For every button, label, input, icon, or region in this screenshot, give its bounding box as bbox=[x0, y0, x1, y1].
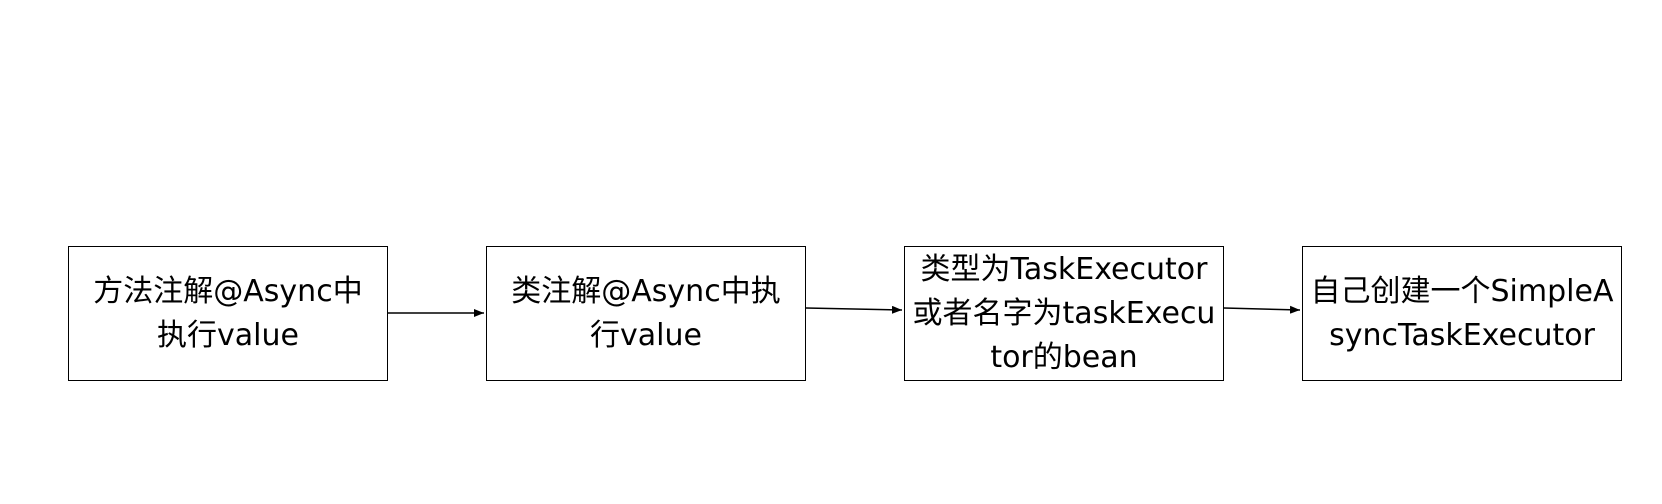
step-create-default-executor-box: 自己创建一个SimpleAsyncTaskExecutor bbox=[1302, 246, 1622, 381]
step-task-executor-bean-box: 类型为TaskExecutor或者名字为taskExecutor的bean bbox=[904, 246, 1224, 381]
step-method-annotation-label: 方法注解@Async中执行value bbox=[93, 273, 363, 353]
step-task-executor-bean-label: 类型为TaskExecutor或者名字为taskExecutor的bean bbox=[912, 251, 1216, 375]
arrow-step3-to-step4 bbox=[1223, 305, 1301, 314]
step-class-annotation-box: 类注解@Async中执行value bbox=[486, 246, 806, 381]
arrow-step2-to-step3 bbox=[805, 305, 903, 314]
step-create-default-executor-label: 自己创建一个SimpleAsyncTaskExecutor bbox=[1310, 273, 1614, 353]
step-method-annotation-box: 方法注解@Async中执行value bbox=[68, 246, 388, 381]
step-class-annotation-label: 类注解@Async中执行value bbox=[511, 273, 781, 353]
